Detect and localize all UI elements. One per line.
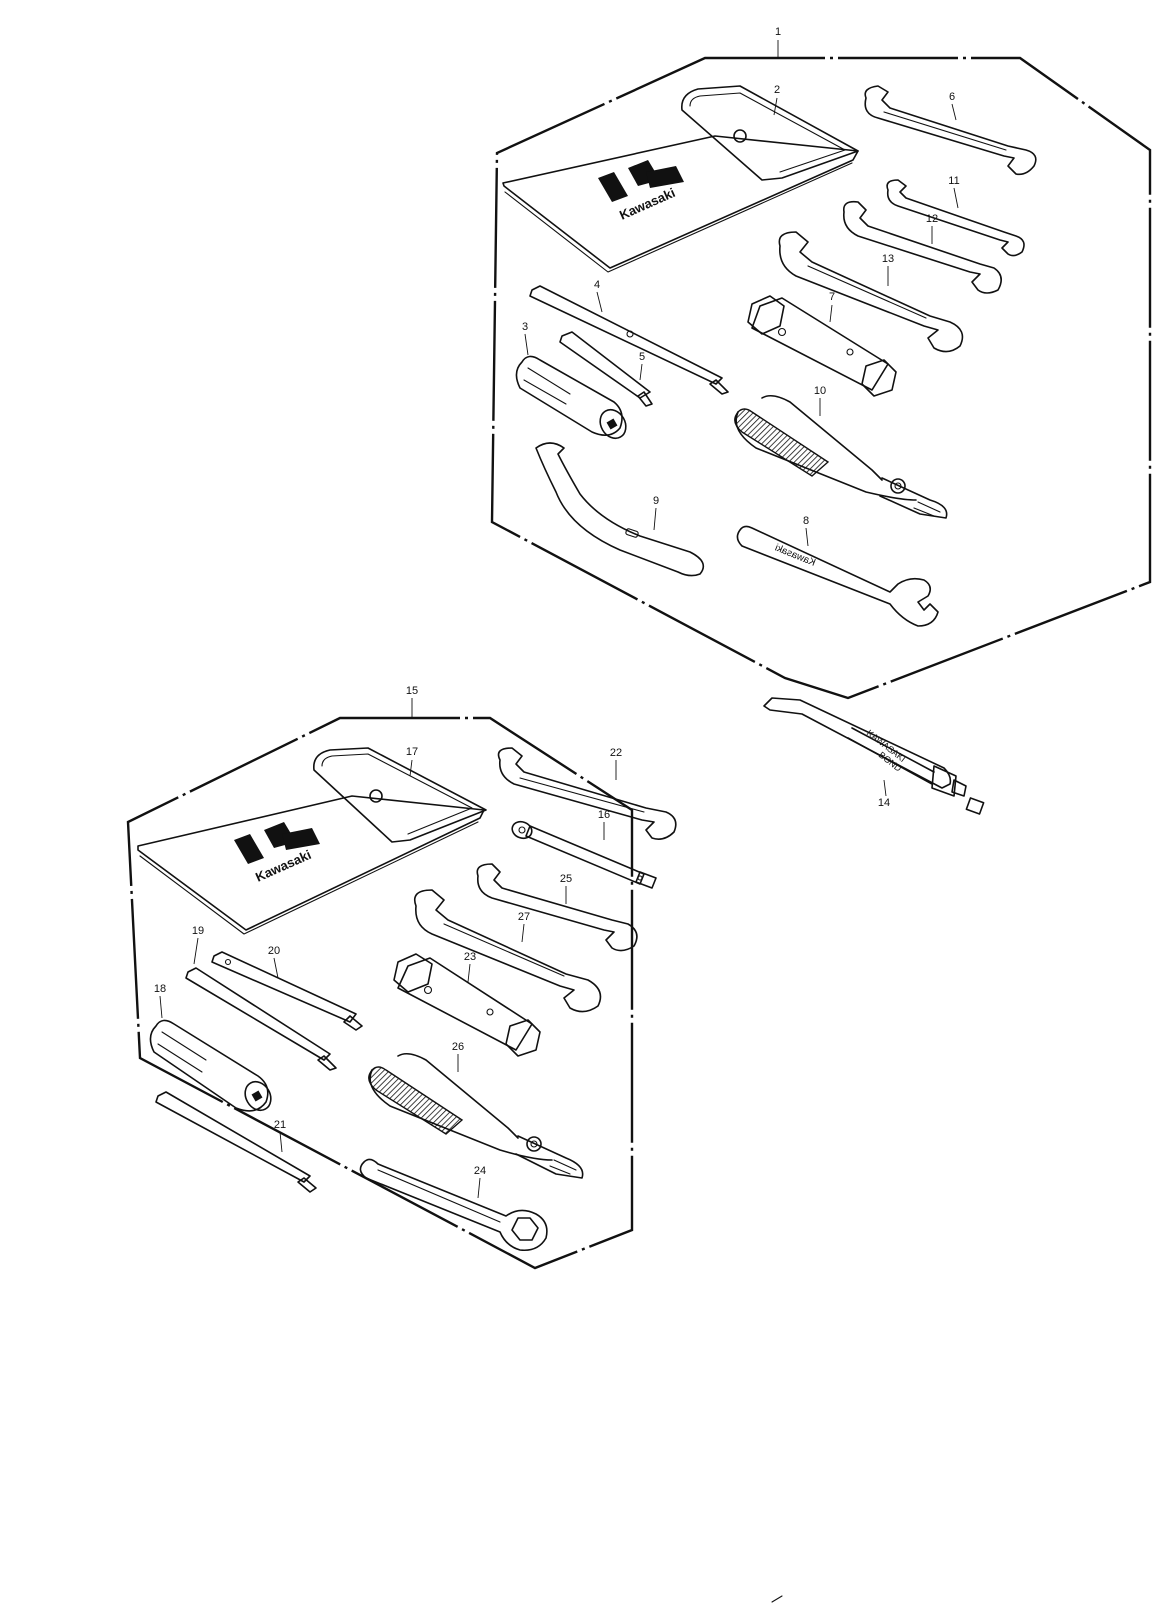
pliers-10 bbox=[734, 394, 948, 519]
callout-5: 5 bbox=[639, 351, 645, 381]
callout-13: 13 bbox=[882, 253, 894, 286]
screwdriver-shaft-20 bbox=[211, 951, 363, 1031]
callout-15: 15 bbox=[406, 685, 418, 718]
tool-pouch-upper: Kawasaki bbox=[502, 85, 859, 273]
callout-20-label: 20 bbox=[268, 945, 280, 957]
callout-26: 26 bbox=[452, 1041, 464, 1072]
box-end-wrench-24 bbox=[359, 1158, 548, 1252]
callout-3: 3 bbox=[522, 321, 529, 356]
wrench-8-marking: Kawasaki bbox=[773, 543, 817, 569]
callout-16-label: 16 bbox=[598, 809, 610, 821]
screwdriver-shaft-4 bbox=[529, 285, 729, 395]
open-end-wrench-12 bbox=[842, 200, 1002, 294]
spark-plug-wrench-23 bbox=[393, 953, 541, 1057]
kawasaki-k-logo-icon: Kawasaki bbox=[598, 160, 684, 223]
callout-22: 22 bbox=[610, 747, 622, 780]
tool-kit-frame-upper bbox=[490, 56, 1152, 700]
callout-2: 2 bbox=[773, 84, 780, 116]
screwdriver-handle-18 bbox=[149, 1019, 272, 1112]
callout-10-label: 10 bbox=[814, 385, 826, 397]
bond-tube-14: KAWASAKI BOND bbox=[763, 697, 985, 815]
callout-14: 14 bbox=[878, 779, 890, 809]
callout-21: 21 bbox=[274, 1119, 286, 1153]
open-end-wrench-22 bbox=[497, 747, 677, 840]
callout-24-label: 24 bbox=[474, 1165, 486, 1177]
callout-4-label: 4 bbox=[594, 279, 600, 291]
callout-21-label: 21 bbox=[274, 1119, 286, 1131]
callout-9: 9 bbox=[653, 495, 659, 531]
callout-19: 19 bbox=[192, 925, 204, 965]
screwdriver-handle-3 bbox=[515, 355, 627, 440]
hook-spanner-9 bbox=[535, 442, 705, 577]
callout-22-label: 22 bbox=[610, 747, 622, 759]
callout-7: 7 bbox=[829, 291, 835, 323]
tool-kit-frame-lower bbox=[126, 716, 634, 1270]
callout-8-label: 8 bbox=[803, 515, 809, 527]
callout-18: 18 bbox=[154, 983, 166, 1019]
callout-2-label: 2 bbox=[774, 84, 780, 96]
callout-25: 25 bbox=[560, 873, 572, 904]
callout-17: 17 bbox=[406, 746, 418, 777]
pouch-upper-brand: Kawasaki bbox=[617, 185, 677, 223]
screwdriver-shaft-5 bbox=[559, 331, 653, 407]
callout-16: 16 bbox=[598, 809, 610, 840]
callout-19-label: 19 bbox=[192, 925, 204, 937]
callout-8: 8 bbox=[803, 515, 809, 547]
open-end-wrench-13 bbox=[778, 231, 964, 353]
screwdriver-shaft-19 bbox=[185, 967, 337, 1071]
callout-11-label: 11 bbox=[948, 175, 959, 187]
callout-12: 12 bbox=[926, 213, 938, 244]
tool-pouch-lower: Kawasaki bbox=[137, 747, 487, 935]
callout-17-label: 17 bbox=[406, 746, 418, 758]
open-end-wrench-25 bbox=[476, 863, 638, 952]
callout-27-label: 27 bbox=[518, 911, 530, 923]
callout-15-label: 15 bbox=[406, 685, 418, 697]
callout-18-label: 18 bbox=[154, 983, 166, 995]
callout-23-label: 23 bbox=[464, 951, 476, 963]
callout-5-label: 5 bbox=[639, 351, 645, 363]
callout-6-label: 6 bbox=[949, 91, 955, 103]
page-corner-mark bbox=[771, 1595, 783, 1603]
callout-7-label: 7 bbox=[829, 291, 835, 303]
callout-25-label: 25 bbox=[560, 873, 572, 885]
open-end-wrench-6 bbox=[864, 85, 1037, 176]
callout-14-label: 14 bbox=[878, 797, 890, 809]
callout-27: 27 bbox=[518, 911, 530, 943]
callout-12-label: 12 bbox=[926, 213, 938, 225]
callout-1-label: 1 bbox=[775, 26, 781, 38]
callout-6: 6 bbox=[949, 91, 957, 121]
callout-23: 23 bbox=[464, 951, 476, 983]
open-end-wrench-11 bbox=[886, 179, 1025, 257]
pouch-lower-brand: Kawasaki bbox=[253, 847, 313, 885]
callout-13-label: 13 bbox=[882, 253, 894, 265]
callout-4: 4 bbox=[594, 279, 603, 313]
callout-10: 10 bbox=[814, 385, 826, 416]
callout-11: 11 bbox=[948, 175, 960, 209]
screwdriver-shaft-21 bbox=[155, 1091, 317, 1193]
pliers-26 bbox=[368, 1052, 584, 1179]
callout-20: 20 bbox=[268, 945, 280, 979]
spark-plug-wrench-7 bbox=[747, 295, 897, 397]
callout-24: 24 bbox=[474, 1165, 486, 1199]
callout-1: 1 bbox=[775, 26, 781, 58]
callout-3-label: 3 bbox=[522, 321, 528, 333]
kawasaki-k-logo-icon: Kawasaki bbox=[234, 822, 320, 885]
extension-bar-16 bbox=[511, 820, 657, 889]
open-end-wrench-8: Kawasaki bbox=[736, 525, 939, 627]
callout-9-label: 9 bbox=[653, 495, 659, 507]
callout-26-label: 26 bbox=[452, 1041, 464, 1053]
open-end-wrench-27 bbox=[413, 889, 602, 1013]
